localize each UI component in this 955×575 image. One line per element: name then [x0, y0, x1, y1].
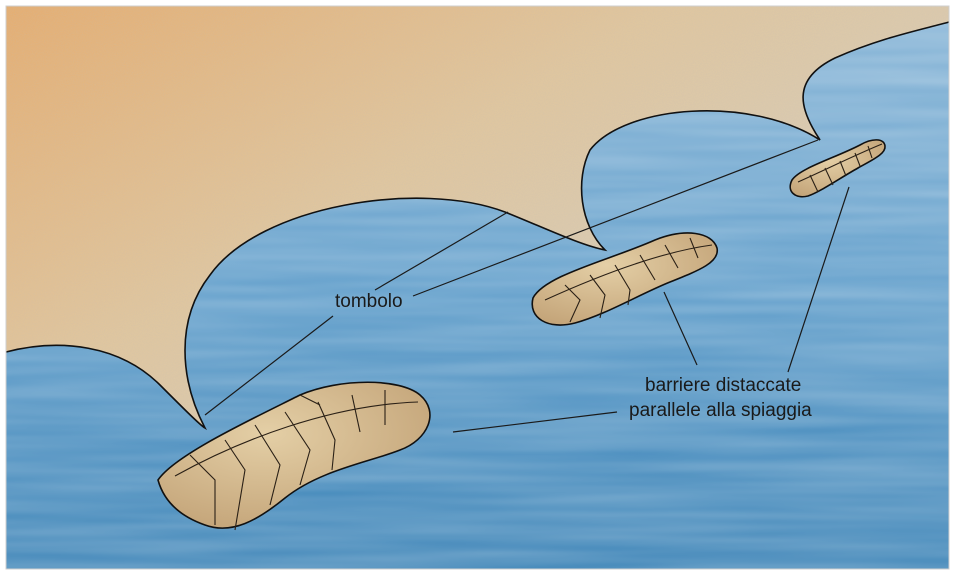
barrier-label-line2: parallele alla spiaggia: [629, 400, 812, 421]
tombolo-label: tombolo: [335, 291, 403, 312]
barrier-label-line1: barriere distaccate: [645, 375, 801, 396]
